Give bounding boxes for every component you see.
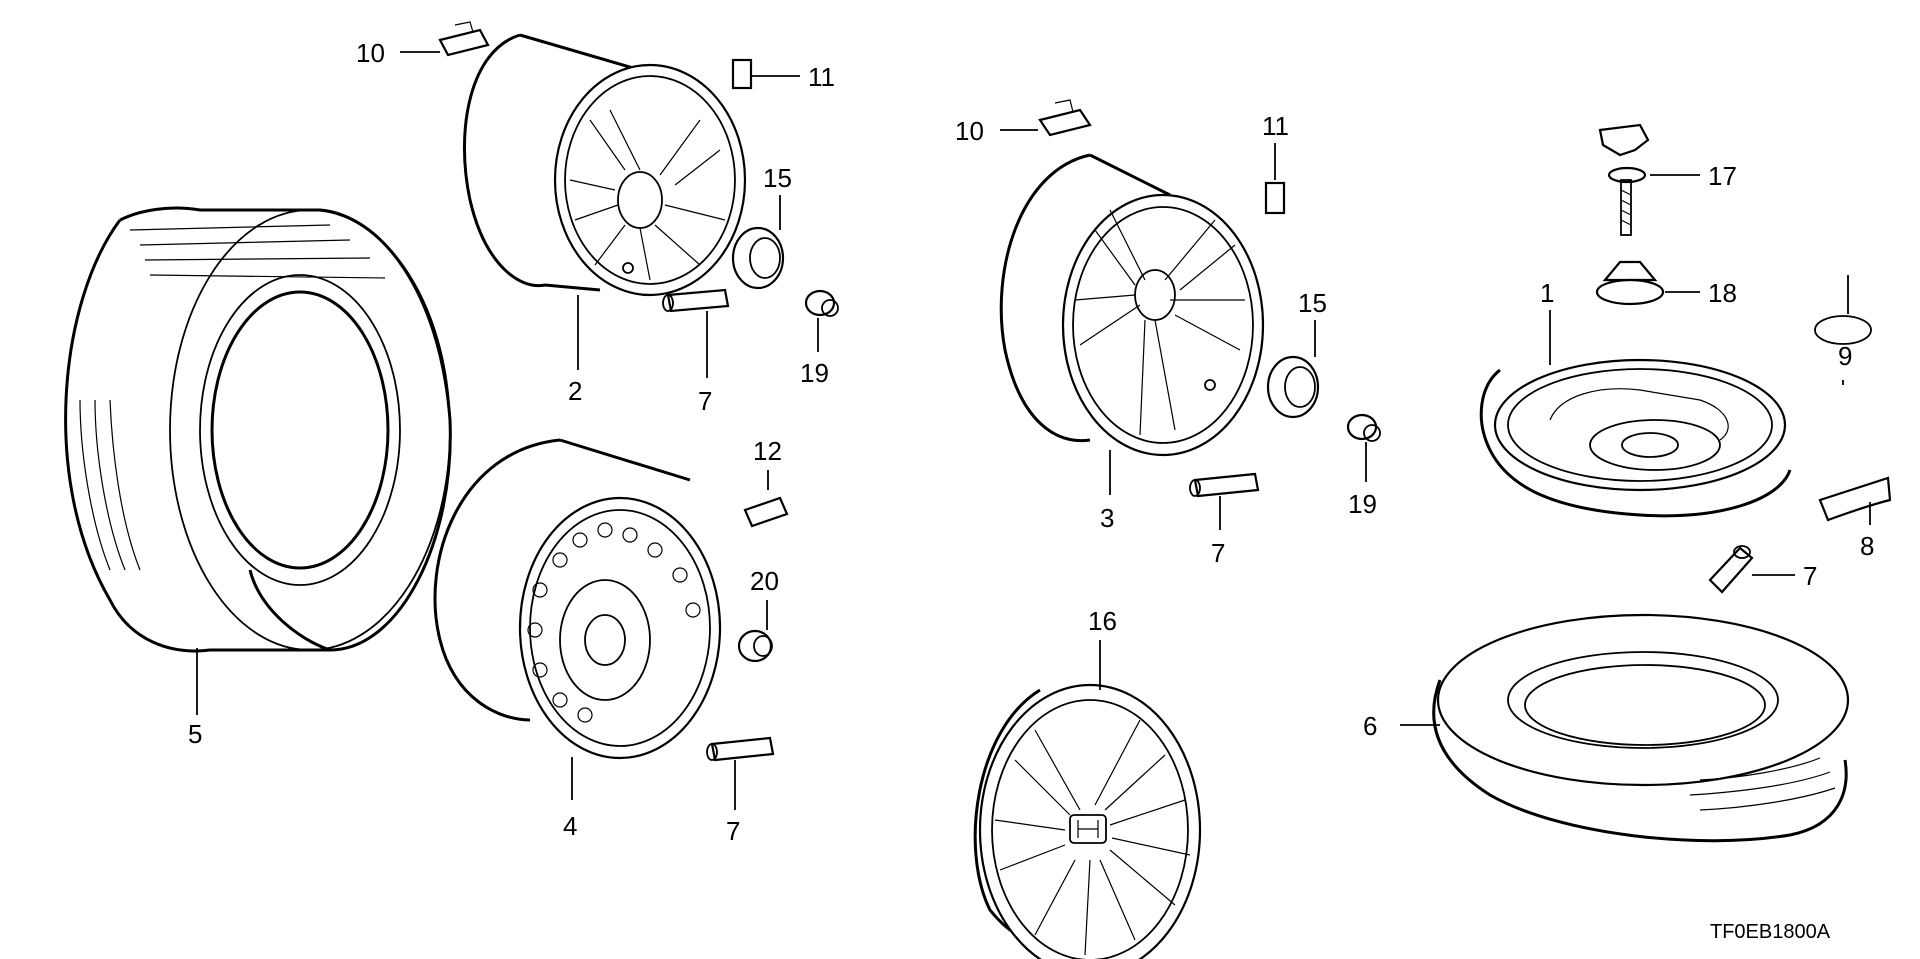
alloy-wheel-2: 2 [462, 33, 747, 406]
callout-7d: 7 [1803, 561, 1817, 591]
callout-5: 5 [188, 719, 202, 749]
callout-7c: 7 [1211, 538, 1225, 568]
callout-7a: 7 [698, 386, 712, 416]
callout-19b: 19 [1348, 489, 1377, 519]
callout-6: 6 [1363, 711, 1377, 741]
callout-11b: 11 [1262, 111, 1289, 141]
callout-15b: 15 [1298, 288, 1327, 318]
callout-10b: 10 [955, 116, 984, 146]
wheel-cover-16: 16 [973, 606, 1202, 959]
callout-17: 17 [1708, 161, 1737, 191]
valve-stem-7c: 7 [1189, 472, 1260, 568]
callout-10a: 10 [356, 38, 385, 68]
valve-stem-7a: 7 [662, 288, 730, 416]
callout-4: 4 [563, 811, 577, 841]
valve-stem-7d: 7 [1708, 545, 1817, 594]
hold-down-bolt-17: 17 [1598, 123, 1737, 236]
callout-2: 2 [568, 376, 582, 406]
callout-7b: 7 [726, 816, 740, 846]
spacer-18: 18 [1595, 260, 1737, 308]
lug-nut-19b: 19 [1346, 413, 1381, 519]
balance-weight-10b: 10 [955, 99, 1092, 146]
weight-12: 12 [743, 436, 789, 528]
balance-weight-10a: 10 [356, 21, 490, 68]
callout-20: 20 [750, 566, 779, 596]
callout-3: 3 [1100, 503, 1114, 533]
callout-8: 8 [1860, 531, 1874, 561]
callout-19a: 19 [800, 358, 829, 388]
callout-1: 1 [1540, 278, 1554, 308]
callout-12: 12 [753, 436, 782, 466]
steel-wheel-4: 4 [433, 438, 722, 841]
alloy-wheel-3: 3 [999, 153, 1265, 533]
callout-15a: 15 [763, 163, 792, 193]
diagram-reference-code: TF0EB1800A [1710, 921, 1831, 943]
callout-18: 18 [1708, 278, 1737, 308]
valve-stem-7b: 7 [706, 736, 775, 846]
label-9: 9 [1814, 275, 1872, 385]
center-cap-15a: 15 [731, 163, 792, 290]
spare-tire-6: 6 [1363, 613, 1850, 843]
callout-9: 9 [1838, 341, 1852, 371]
callout-11a: 11 [808, 62, 835, 92]
lug-nut-19a: 19 [800, 289, 839, 388]
weight-11b: 11 [1262, 111, 1289, 215]
tire-5: 5 [64, 206, 452, 749]
label-8: 8 [1818, 476, 1892, 561]
center-cap-15b: 15 [1266, 288, 1327, 419]
spare-wheel-1: 1 [1479, 278, 1792, 518]
callout-16: 16 [1088, 606, 1117, 636]
lug-nut-20: 20 [737, 566, 779, 663]
weight-11a: 11 [731, 58, 835, 92]
